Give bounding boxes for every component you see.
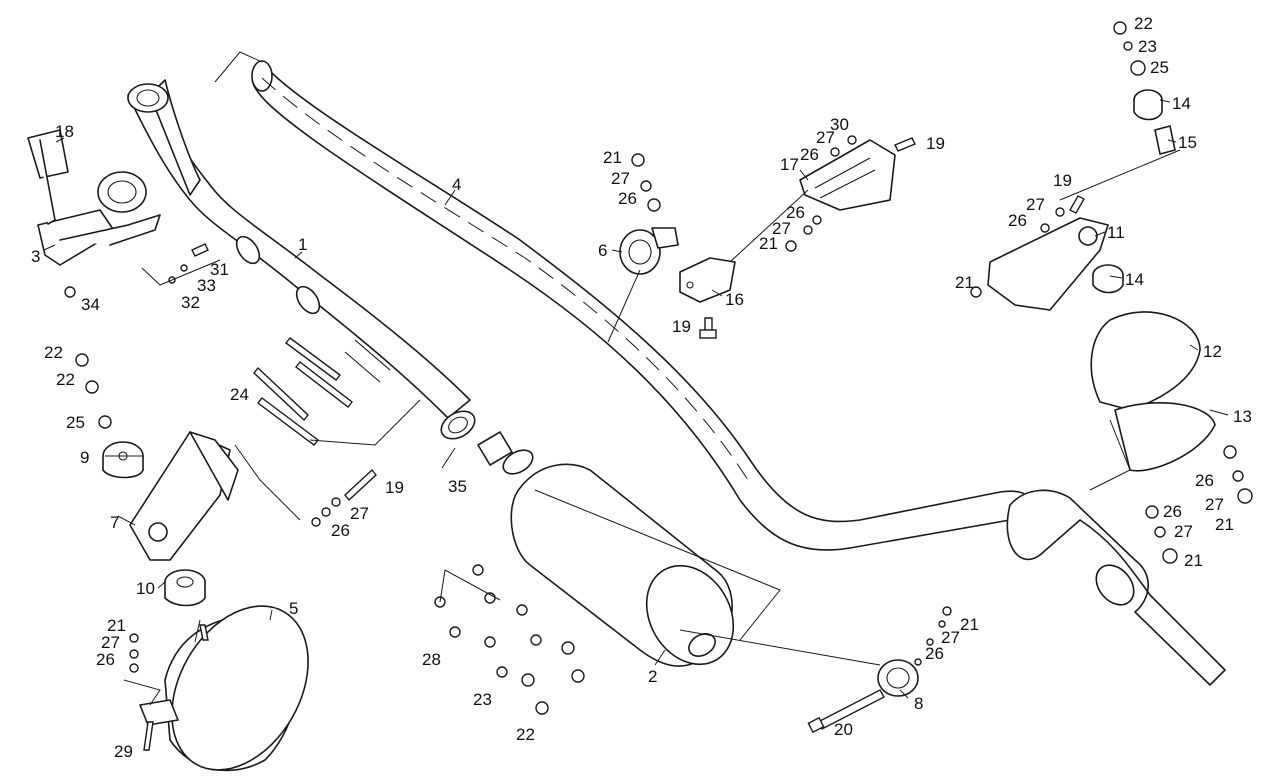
rubber-mount-part-9 bbox=[102, 441, 144, 479]
callout-19-d: 19 bbox=[1053, 171, 1072, 190]
gasket-part-35 bbox=[477, 431, 534, 475]
pipe-clamp-part-6 bbox=[619, 227, 679, 275]
rubber-mount-part-10 bbox=[164, 569, 206, 607]
callout-32: 32 bbox=[181, 293, 200, 312]
callout-13: 13 bbox=[1233, 407, 1252, 426]
callout-24: 24 bbox=[230, 385, 249, 404]
callout-19-c: 19 bbox=[926, 134, 945, 153]
callout-26-d: 26 bbox=[1008, 211, 1027, 230]
bolt-part-19-a bbox=[344, 468, 377, 502]
callout-10: 10 bbox=[136, 579, 155, 598]
callout-25-a: 25 bbox=[66, 413, 85, 432]
washer-set-part-28 bbox=[434, 564, 585, 715]
hanger-part-18 bbox=[27, 129, 147, 225]
callout-6: 6 bbox=[598, 241, 607, 260]
callout-21-c: 21 bbox=[955, 273, 974, 292]
callout-16: 16 bbox=[725, 290, 744, 309]
callout-17: 17 bbox=[780, 155, 799, 174]
callout-25-b: 25 bbox=[1150, 58, 1169, 77]
callout-labels: 1 2 3 4 5 6 7 8 9 10 11 12 13 14 14 15 1… bbox=[31, 14, 1252, 761]
callout-14-lower: 14 bbox=[1125, 270, 1144, 289]
callout-30: 30 bbox=[830, 115, 849, 134]
callout-5: 5 bbox=[289, 599, 298, 618]
callout-27-c: 27 bbox=[816, 128, 835, 147]
callout-35: 35 bbox=[448, 477, 467, 496]
callout-4: 4 bbox=[452, 175, 461, 194]
callout-15: 15 bbox=[1178, 133, 1197, 152]
callout-26-i: 26 bbox=[96, 650, 115, 669]
bolt-part-19-c bbox=[894, 137, 916, 152]
callout-7: 7 bbox=[110, 513, 119, 532]
leader-lines bbox=[43, 99, 1229, 706]
callout-26-g: 26 bbox=[925, 644, 944, 663]
rear-muffler-part-2 bbox=[510, 463, 781, 667]
callout-26-e: 26 bbox=[1195, 471, 1214, 490]
callout-11: 11 bbox=[1107, 223, 1125, 242]
callout-27-i: 27 bbox=[101, 633, 120, 652]
callout-22-a: 22 bbox=[44, 343, 63, 362]
pipe-clamp-part-8 bbox=[877, 659, 919, 697]
callout-27-e: 27 bbox=[1205, 495, 1224, 514]
callout-27-h: 27 bbox=[350, 504, 369, 523]
callout-34: 34 bbox=[81, 295, 100, 314]
callout-21-f: 21 bbox=[960, 615, 979, 634]
shield-clamp-part-13 bbox=[1114, 402, 1216, 472]
bracket-part-16 bbox=[679, 257, 736, 303]
callout-26-c: 26 bbox=[800, 145, 819, 164]
callout-22-d: 22 bbox=[516, 725, 535, 744]
hardware-nuts-washers bbox=[64, 21, 1253, 751]
heat-shield-part-12 bbox=[1090, 311, 1201, 411]
callout-9: 9 bbox=[80, 448, 89, 467]
bolt-set-part-24 bbox=[253, 337, 421, 446]
bracket-part-7 bbox=[129, 431, 239, 561]
callout-27-b: 27 bbox=[772, 219, 791, 238]
callout-33: 33 bbox=[197, 276, 216, 295]
callout-27-a: 27 bbox=[611, 169, 630, 188]
callout-21-d: 21 bbox=[1215, 515, 1234, 534]
bolt-part-20 bbox=[807, 689, 885, 734]
callout-27-d: 27 bbox=[1026, 195, 1045, 214]
callout-23-b: 23 bbox=[473, 690, 492, 709]
callout-21-g: 21 bbox=[107, 616, 126, 635]
callout-26-a: 26 bbox=[618, 189, 637, 208]
callout-12: 12 bbox=[1203, 342, 1222, 361]
callout-18: 18 bbox=[55, 122, 74, 141]
silencer-outlet-part bbox=[1006, 489, 1226, 686]
callout-8: 8 bbox=[914, 694, 923, 713]
front-downpipe-part-1 bbox=[127, 79, 476, 440]
callout-26-b: 26 bbox=[786, 203, 805, 222]
callout-2: 2 bbox=[648, 667, 657, 686]
band-clamp-part-5 bbox=[139, 605, 309, 772]
callout-1: 1 bbox=[298, 235, 307, 254]
callout-3: 3 bbox=[31, 247, 40, 266]
callout-27-f: 27 bbox=[1174, 522, 1193, 541]
rubber-mount-part-14-upper bbox=[1133, 89, 1163, 121]
callout-27-g: 27 bbox=[941, 628, 960, 647]
callout-28: 28 bbox=[422, 650, 441, 669]
bracket-part-11 bbox=[987, 217, 1109, 311]
bracket-part-17 bbox=[799, 139, 896, 211]
bolt-part-19-b bbox=[699, 317, 717, 339]
callout-22-b: 22 bbox=[56, 370, 75, 389]
callout-31: 31 bbox=[210, 260, 229, 279]
callout-19-b: 19 bbox=[672, 317, 691, 336]
callout-21-b: 21 bbox=[759, 234, 778, 253]
callout-21-e: 21 bbox=[1184, 551, 1203, 570]
callout-14-upper: 14 bbox=[1172, 94, 1191, 113]
spacer-part-15 bbox=[1154, 125, 1176, 155]
callout-26-h: 26 bbox=[331, 521, 350, 540]
callout-19-a: 19 bbox=[385, 478, 404, 497]
callout-29: 29 bbox=[114, 742, 133, 761]
front-bracket-part-3 bbox=[37, 209, 161, 266]
rubber-mount-part-14-lower bbox=[1092, 264, 1124, 294]
callout-21-a: 21 bbox=[603, 148, 622, 167]
bolt-part-19-d bbox=[1069, 195, 1085, 214]
callout-22-c: 22 bbox=[1134, 14, 1153, 33]
callout-26-f: 26 bbox=[1163, 502, 1182, 521]
callout-23-a: 23 bbox=[1138, 37, 1157, 56]
callout-20: 20 bbox=[834, 720, 853, 739]
